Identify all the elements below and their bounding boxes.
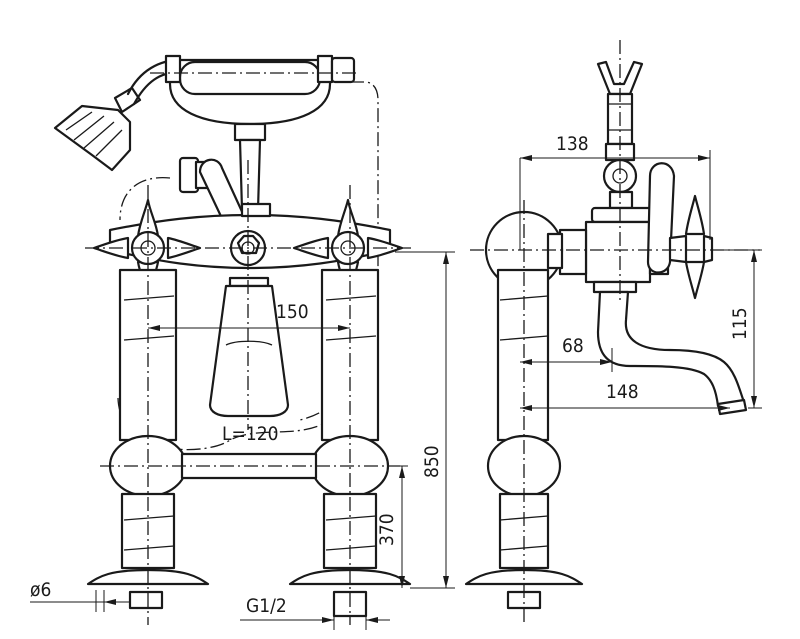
spout-length-label: L=120	[222, 423, 278, 445]
dim-phi6-label: ø6	[30, 579, 51, 601]
dim-370-label: 370	[376, 513, 398, 546]
dim-68: 68	[520, 335, 613, 372]
dim-68-label: 68	[562, 335, 584, 357]
dim-148: 148	[520, 381, 730, 411]
dim-g12: G1/2	[240, 595, 390, 630]
front-view	[53, 54, 412, 625]
dim-138-label: 138	[556, 133, 589, 155]
dim-115: 115	[712, 249, 762, 409]
dim-115-label: 115	[729, 307, 751, 340]
dim-370: 370	[376, 465, 408, 588]
dim-148-label: 148	[606, 381, 639, 403]
shower-head-icon	[53, 86, 142, 172]
dim-850: 850	[395, 251, 455, 589]
side-view	[464, 40, 760, 625]
dim-g12-label: G1/2	[246, 595, 287, 617]
dim-phi6: ø6	[30, 579, 130, 612]
dim-138: 138	[519, 133, 711, 250]
dim-850-label: 850	[421, 445, 443, 478]
handset-cradle	[150, 54, 360, 212]
dim-150-label: 150	[276, 301, 309, 323]
dim-150: 150	[148, 301, 350, 331]
